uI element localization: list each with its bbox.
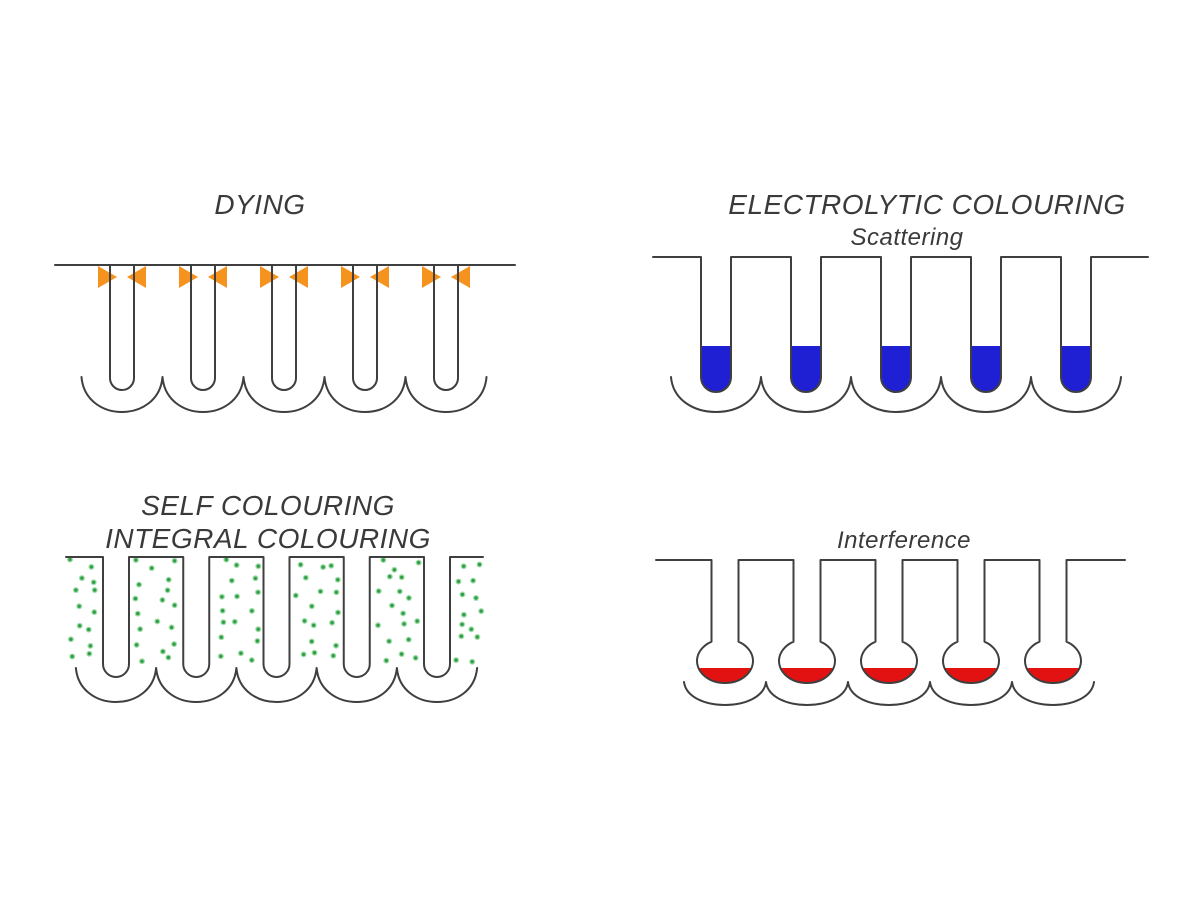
dye-wedge-icon — [289, 266, 308, 288]
surface-and-pores-outline — [652, 256, 1149, 393]
barrier-layer-scallops — [74, 667, 479, 703]
dye-wedge-icon — [422, 266, 441, 288]
barrier-layer-scallops — [80, 376, 488, 413]
metal-deposit-fill — [792, 346, 820, 392]
pore-outline — [109, 264, 135, 391]
dye-wedge-icon — [370, 266, 389, 288]
pore-outline — [271, 264, 297, 391]
dye-wedge-icon — [179, 266, 198, 288]
metal-deposit-fill — [882, 346, 910, 392]
panel-title-self-colouring-line1: SELF COLOURING — [141, 490, 395, 521]
panel-title-self-colouring-line2: INTEGRAL COLOURING — [105, 523, 431, 554]
panel-interference-drawing — [655, 559, 1126, 706]
interference-layer-fill — [698, 668, 752, 683]
surface-and-flask-pores-outline — [655, 559, 1126, 684]
interference-layer-fill — [1026, 668, 1080, 683]
interference-layer-fill — [780, 668, 834, 683]
panel-title-interference: Interference — [836, 527, 972, 554]
panel-title-self-colouring: SELF COLOURING INTEGRAL COLOURING — [18, 489, 518, 555]
pore-outline — [352, 264, 378, 391]
panel-self-colouring-drawing — [65, 556, 485, 703]
interference-layer-fill — [944, 668, 998, 683]
metal-deposit-fill — [972, 346, 1000, 392]
dye-wedge-icon — [260, 266, 279, 288]
dye-wedge-icon — [451, 266, 470, 288]
panel-subtitle-scattering: Scattering — [850, 224, 964, 251]
panel-title-dyeing: DYING — [214, 189, 306, 220]
metal-deposit-fill — [702, 346, 730, 392]
dye-wedge-icon — [127, 266, 146, 288]
pore-outline — [190, 264, 216, 391]
surface-and-pores-outline — [65, 556, 484, 678]
panel-dyeing-drawing — [54, 264, 516, 413]
pore-outline — [433, 264, 459, 391]
interference-layer-fill — [862, 668, 916, 683]
metal-deposit-fill — [1062, 346, 1090, 392]
barrier-layer-scallops — [683, 681, 1095, 706]
panel-electrolytic-drawing — [652, 256, 1149, 413]
dye-wedge-icon — [208, 266, 227, 288]
barrier-layer-scallops — [670, 376, 1122, 413]
dye-wedge-icon — [341, 266, 360, 288]
dye-wedge-icon — [98, 266, 117, 288]
panel-title-electrolytic: ELECTROLYTIC COLOURING — [728, 189, 1126, 220]
